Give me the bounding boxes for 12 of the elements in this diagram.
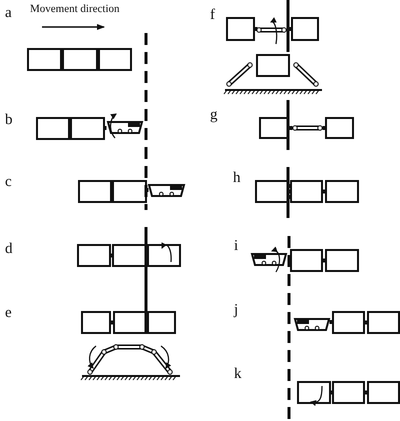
direction-label: Movement direction — [30, 3, 120, 15]
panel-letter: e — [5, 305, 12, 321]
panel-letter: f — [210, 7, 215, 23]
panel-letter: i — [234, 238, 238, 254]
panel-letter: h — [233, 170, 240, 186]
panel-letter: g — [210, 107, 218, 123]
panel-letter: j — [234, 302, 238, 318]
panel-letter: b — [5, 112, 12, 128]
panel-letter: a — [5, 5, 12, 21]
panel-letter: k — [234, 366, 242, 382]
panel-letter: d — [5, 241, 12, 257]
panel-letter: c — [5, 174, 12, 190]
